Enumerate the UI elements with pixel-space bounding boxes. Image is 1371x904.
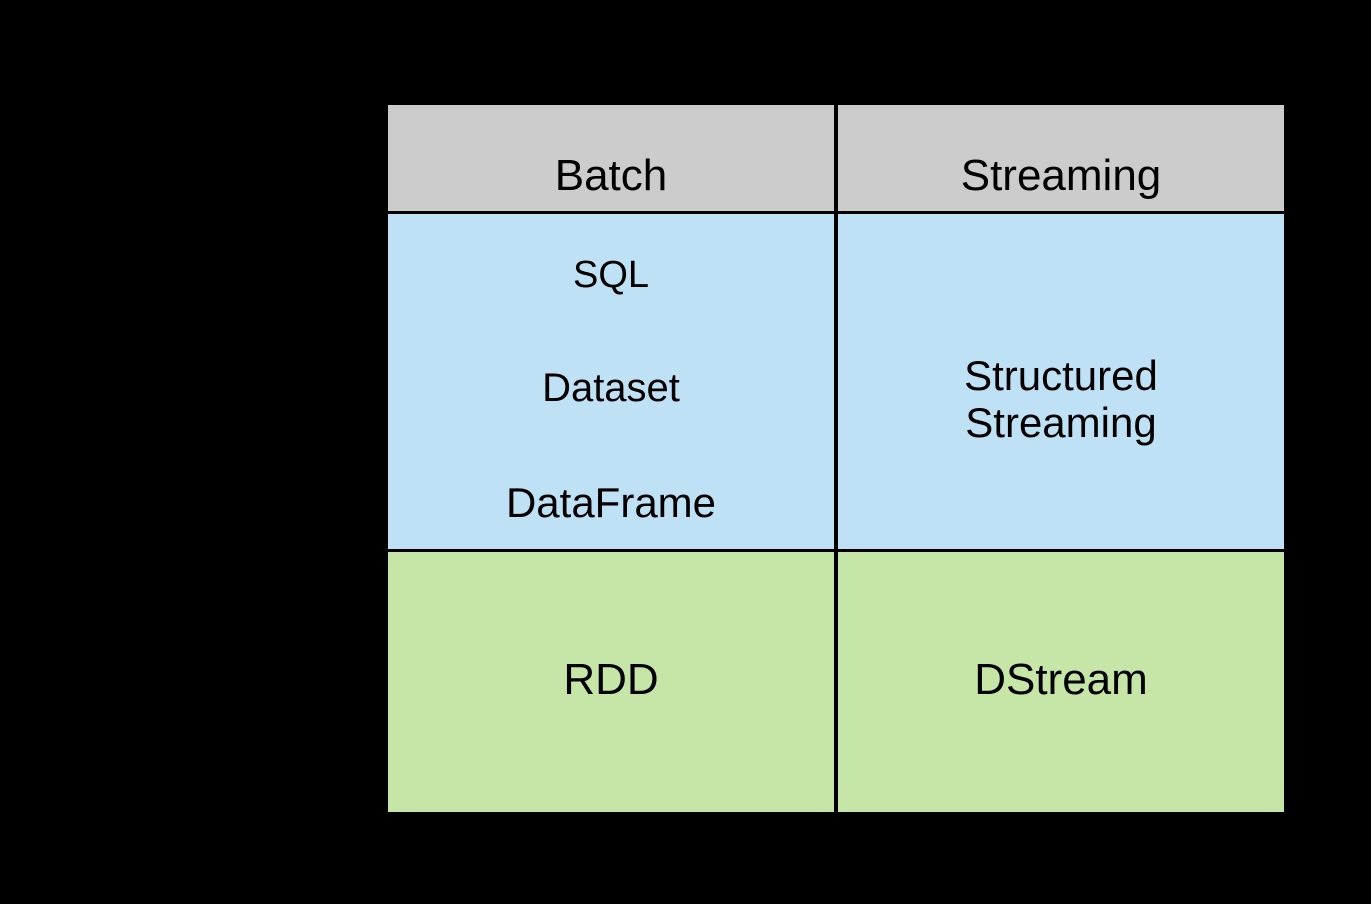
api-label-dataframe: DataFrame	[505, 479, 717, 527]
cell-low-level-apis-streaming: DStream	[838, 552, 1284, 812]
header-cell-streaming: Streaming	[838, 105, 1284, 211]
header-cell-batch: Batch	[388, 105, 834, 211]
structured-api-list: SQL Dataset DataFrame	[388, 236, 834, 544]
header-label-streaming: Streaming	[960, 151, 1162, 201]
api-label-rdd: RDD	[563, 655, 659, 704]
cell-structured-apis-batch: SQL Dataset DataFrame	[388, 214, 834, 549]
api-comparison-table: Batch Streaming SQL Dataset DataFrame St…	[388, 105, 1284, 812]
api-label-dstream: DStream	[974, 655, 1148, 704]
cell-low-level-apis-batch: RDD	[388, 552, 834, 812]
api-label-dataset: Dataset	[542, 366, 680, 411]
header-label-batch: Batch	[554, 151, 668, 201]
api-label-sql: SQL	[572, 253, 650, 296]
cell-structured-apis-streaming: Structured Streaming	[838, 214, 1284, 549]
api-label-structured-streaming: Structured Streaming	[964, 352, 1158, 447]
